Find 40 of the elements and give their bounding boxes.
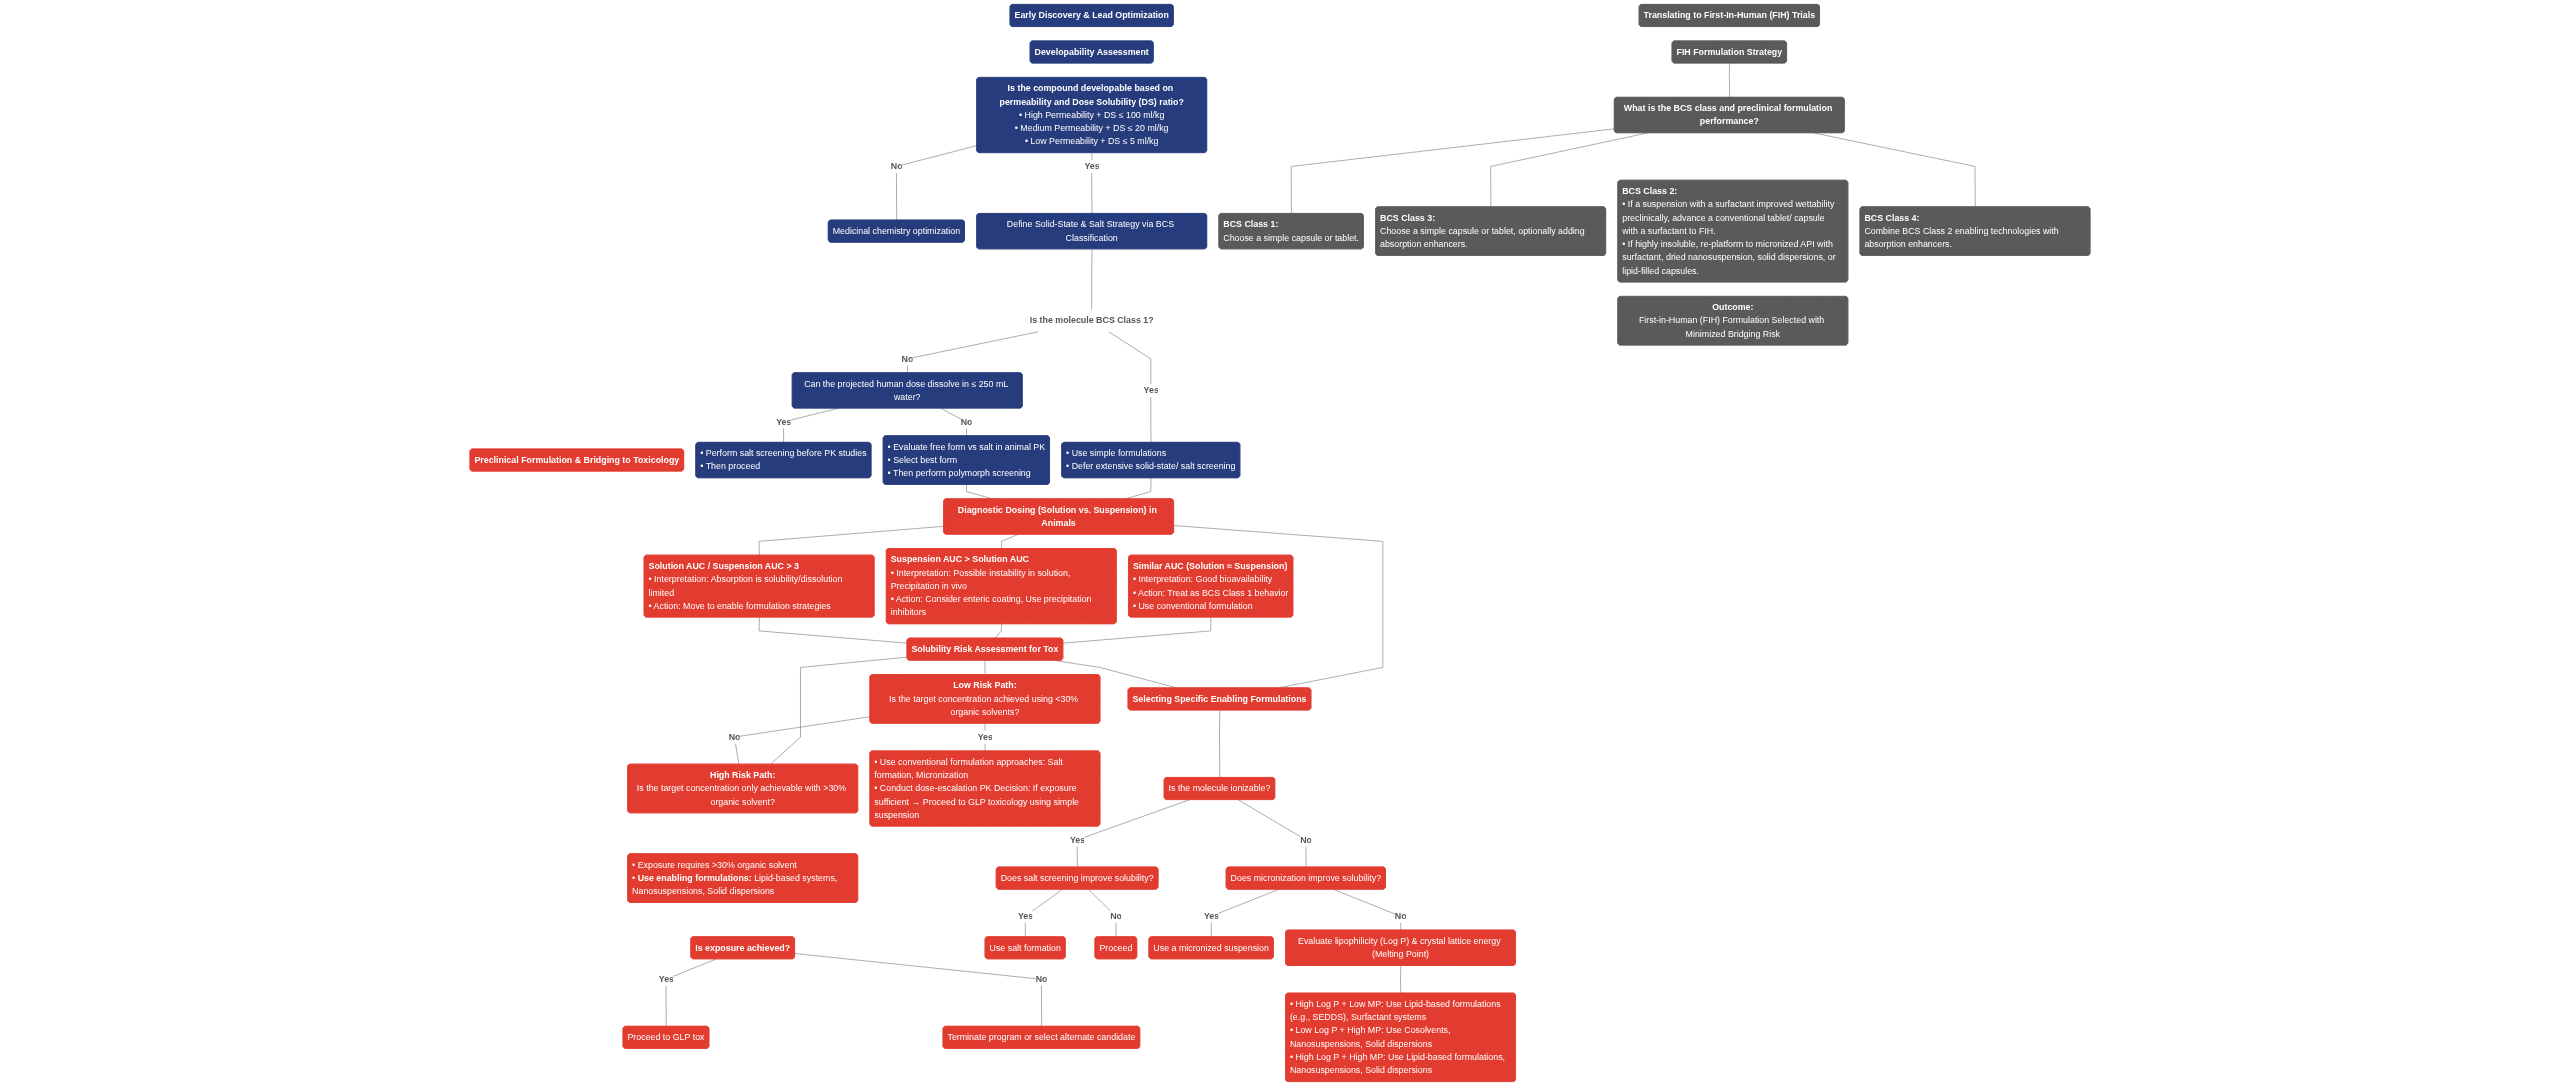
edge-label: No	[1110, 911, 1122, 921]
edge-label: Yes	[1017, 911, 1034, 921]
edge-label: Yes	[776, 416, 792, 427]
connector	[1219, 710, 1221, 778]
connector	[1076, 799, 1190, 868]
edge-label: Yes	[1203, 911, 1220, 921]
connector	[1290, 128, 1615, 214]
connector	[1062, 617, 1212, 644]
connector	[770, 656, 908, 765]
edge-label: No	[1300, 834, 1312, 845]
connector	[994, 623, 1002, 639]
edge-label: Yes	[1069, 834, 1086, 845]
connector	[758, 617, 908, 644]
edge-label: No	[1035, 974, 1048, 984]
edge-label: No	[960, 416, 973, 427]
connector	[1108, 331, 1152, 443]
edge-label: No	[728, 732, 741, 742]
edge-label: Yes	[977, 732, 993, 742]
connector	[1091, 248, 1093, 310]
edge-label: No	[890, 161, 903, 171]
connector	[1333, 889, 1402, 931]
connector	[1210, 889, 1279, 938]
edge-label: No	[901, 353, 914, 364]
connector	[1400, 965, 1402, 994]
edge-label: Yes	[1143, 385, 1159, 395]
edge-label: Yes	[658, 974, 675, 984]
connector	[1091, 152, 1093, 214]
node-text: Is the molecule BCS Class 1?	[1029, 315, 1154, 326]
connector	[907, 331, 1039, 374]
connector	[1490, 132, 1648, 208]
connector	[734, 716, 871, 765]
connector	[794, 953, 1042, 1027]
connector	[1088, 889, 1117, 938]
connector	[1173, 525, 1384, 689]
edge-label: No	[1394, 911, 1407, 921]
connector	[1729, 63, 1730, 98]
connector	[1024, 889, 1063, 938]
connector	[758, 526, 945, 556]
connector	[1238, 799, 1307, 868]
edge-label: Yes	[1084, 161, 1100, 171]
